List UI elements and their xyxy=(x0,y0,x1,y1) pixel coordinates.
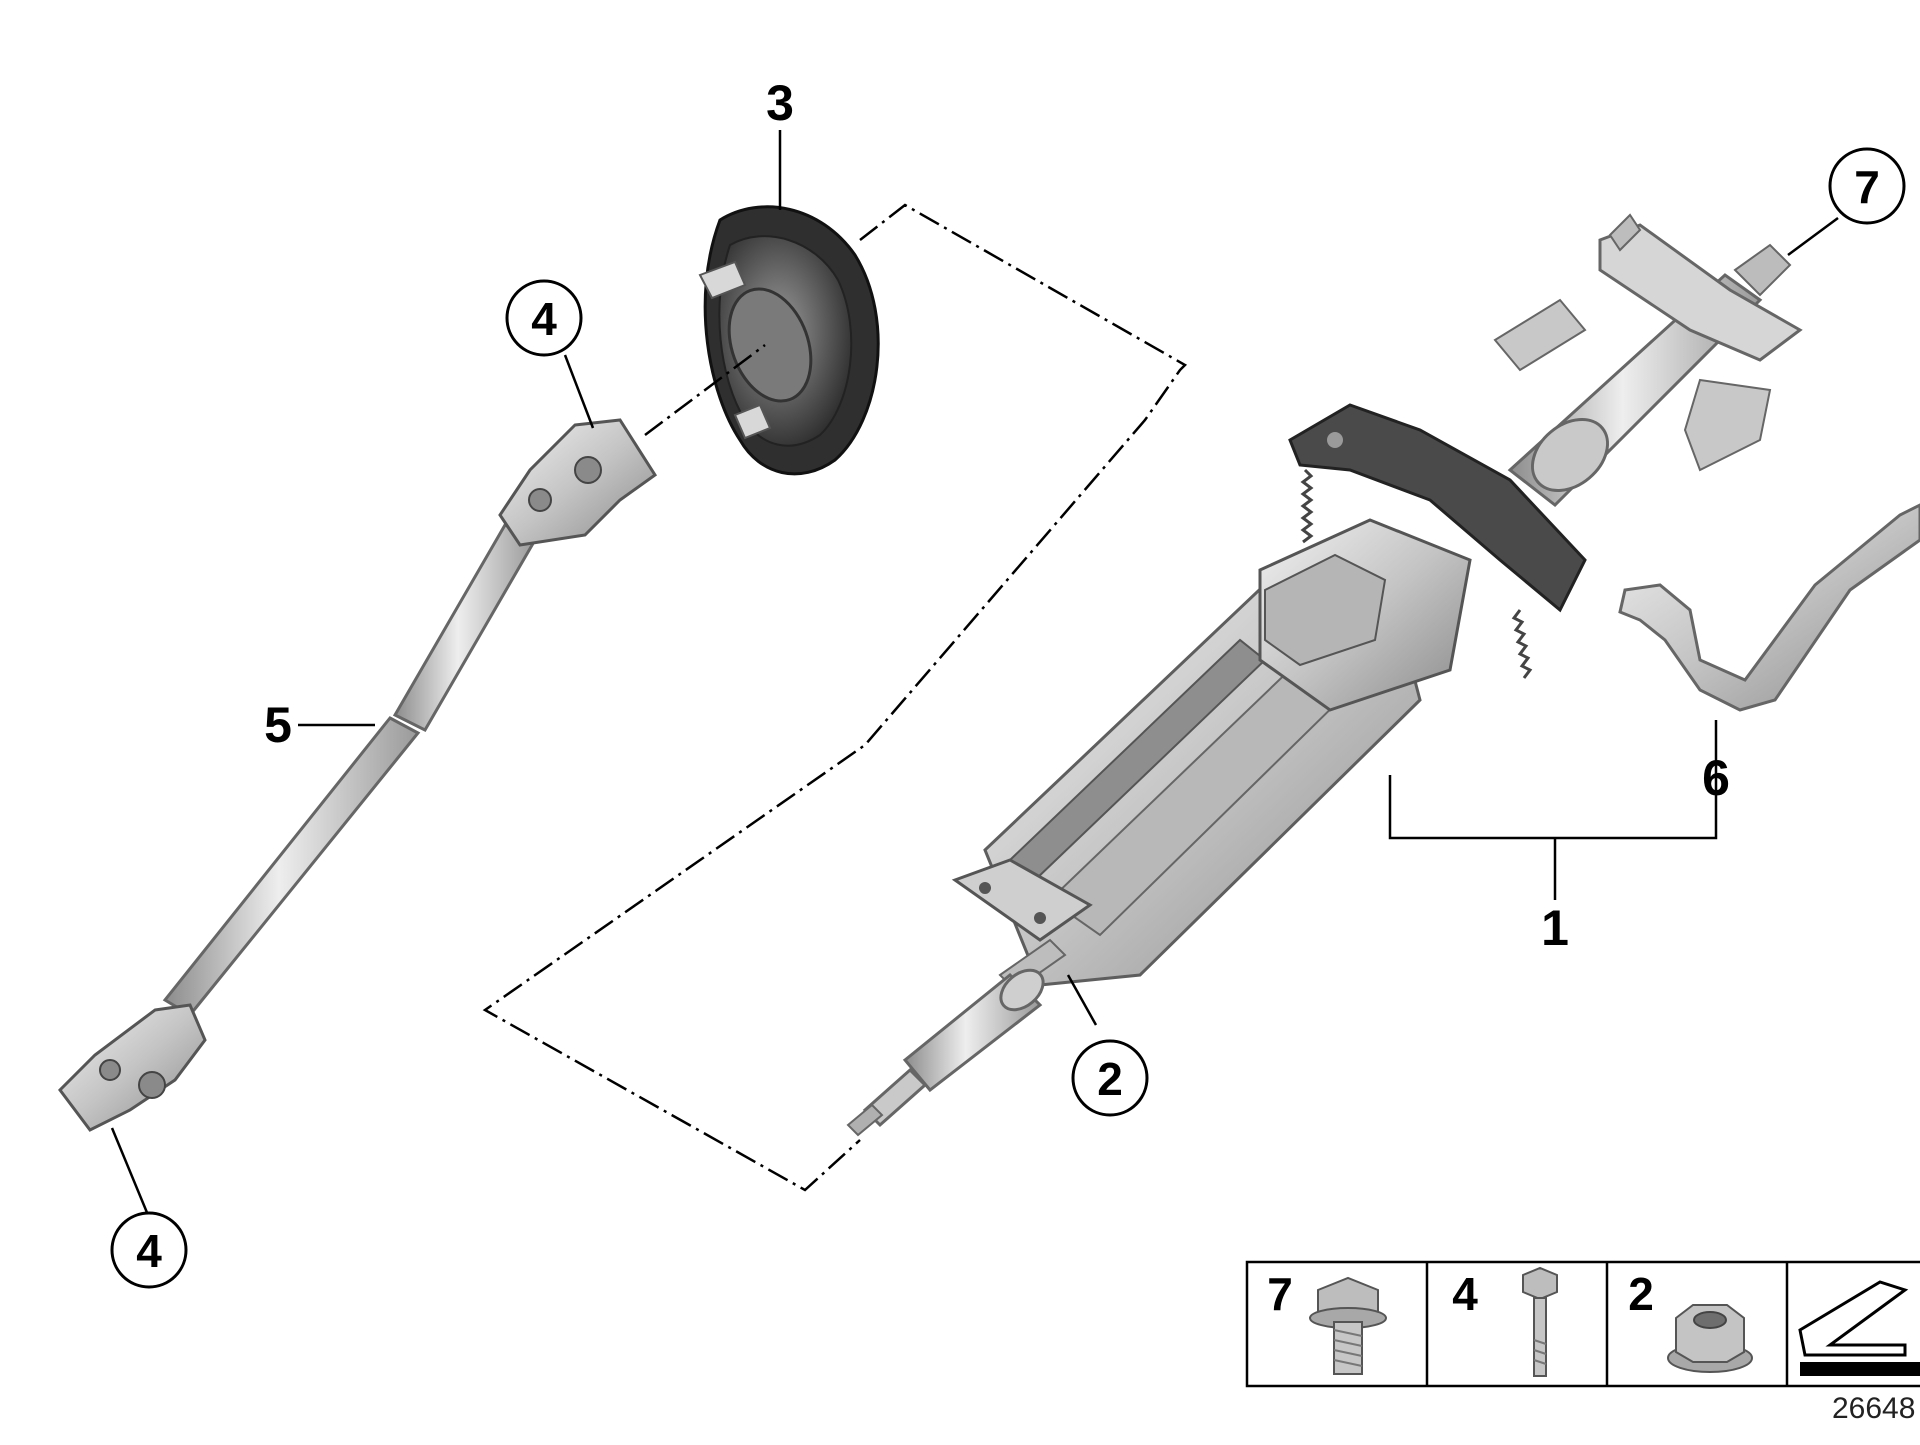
output-shaft-sleeve-end xyxy=(999,968,1045,1012)
bracket-hole xyxy=(979,882,991,894)
legend-number-2: 2 xyxy=(1628,1268,1654,1320)
bracket-1 xyxy=(1388,775,1718,840)
boot-to-joint-line xyxy=(644,344,766,436)
rubber-boot xyxy=(698,205,880,476)
support-bracket xyxy=(1618,503,1920,712)
assembly-outline xyxy=(482,203,1188,1192)
motor-connector xyxy=(1264,553,1387,667)
legend-cell-4: 4 xyxy=(1452,1266,1558,1377)
legend-cell-arrow xyxy=(1798,1280,1920,1376)
callout-circle-7 xyxy=(1828,147,1906,225)
legend-number-4: 4 xyxy=(1452,1268,1478,1320)
upper-bracket-arm xyxy=(1493,298,1587,372)
callout-4-top: 4 xyxy=(531,293,557,345)
lower-mounting-bracket xyxy=(951,858,1093,942)
legend-number-7: 7 xyxy=(1267,1268,1293,1320)
leader-2 xyxy=(1066,974,1098,1026)
callout-2: 2 xyxy=(1097,1053,1123,1105)
column-output-shaft xyxy=(846,968,1045,1137)
callout-circle-2 xyxy=(1071,1039,1149,1117)
steering-column-assembly xyxy=(951,213,1803,992)
column-shaft-end-top xyxy=(1733,243,1792,297)
boot-clip xyxy=(733,403,772,440)
output-shaft-spline xyxy=(846,1103,884,1137)
leader-lines xyxy=(110,130,1839,1216)
joint-pin xyxy=(574,456,602,484)
callout-circle-4-bottom xyxy=(110,1211,188,1289)
intermediate-shaft xyxy=(58,418,658,1132)
tension-spring xyxy=(1511,609,1533,679)
lever-pivot xyxy=(1327,432,1343,448)
legend-cell-2: 2 xyxy=(1628,1268,1753,1373)
joint-pin xyxy=(138,1071,166,1099)
legend-cell-7: 7 xyxy=(1267,1268,1387,1375)
callout-circle-4-top xyxy=(505,279,583,357)
intermediate-shaft-rod xyxy=(162,716,421,1017)
intermediate-shaft-tube xyxy=(392,523,538,732)
upper-universal-joint xyxy=(498,418,658,547)
lower-universal-joint xyxy=(58,1003,207,1132)
callout-5: 5 xyxy=(264,697,292,753)
leader-7 xyxy=(1787,216,1839,257)
boot-shaft-opening xyxy=(727,287,813,403)
tension-spring xyxy=(1300,468,1314,544)
tilt-lever-bracket xyxy=(1288,403,1587,613)
upper-bracket-tab xyxy=(1608,213,1642,252)
callout-6: 6 xyxy=(1702,750,1730,806)
callout-7: 7 xyxy=(1854,161,1880,213)
hardware-legend: 7 4 2 xyxy=(1245,1260,1920,1388)
hex-flange-nut-icon xyxy=(1667,1304,1753,1373)
long-screw-icon xyxy=(1522,1266,1558,1377)
leader-4-top xyxy=(563,354,595,429)
callout-4-bottom: 4 xyxy=(136,1225,162,1277)
upper-mounting-bracket xyxy=(1598,223,1803,362)
joint-pin xyxy=(99,1059,121,1081)
leader-4-bottom xyxy=(110,1127,150,1216)
assembly-relation-lines xyxy=(482,203,1188,1192)
callout-1: 1 xyxy=(1541,900,1569,956)
joint-pin xyxy=(528,488,552,512)
upper-bracket-arm xyxy=(1683,378,1772,472)
drawing-number: 26648 xyxy=(1832,1392,1915,1425)
arrow-tool-icon xyxy=(1798,1280,1920,1376)
callouts: 7 4 4 2 3 5 6 1 xyxy=(110,75,1906,1289)
boot-clip xyxy=(698,260,747,300)
bracket-hole xyxy=(1034,912,1046,924)
callout-3: 3 xyxy=(766,75,794,131)
column-tube-collar xyxy=(1530,418,1610,492)
flange-bolt-icon xyxy=(1309,1276,1387,1375)
